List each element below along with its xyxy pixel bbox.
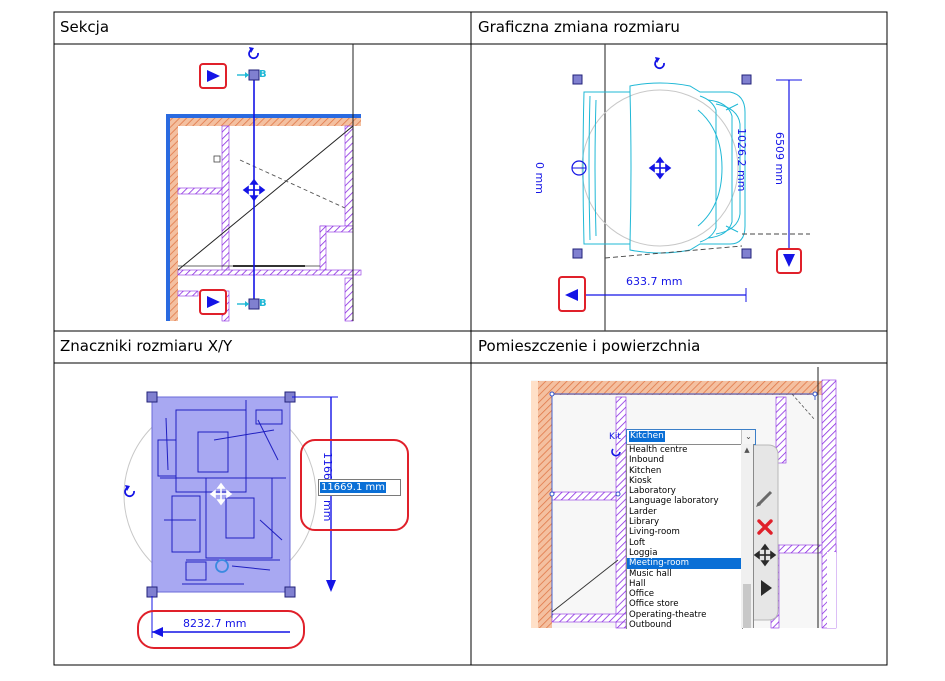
rotate-icon[interactable] <box>248 47 259 60</box>
rotate-icon[interactable] <box>611 448 621 457</box>
armchair-object[interactable] <box>582 82 746 254</box>
room-type-option[interactable]: Music hall <box>629 568 672 579</box>
room-type-option[interactable]: Kiosk <box>629 475 652 486</box>
height-direction-arrow[interactable] <box>776 248 802 274</box>
listbox-scrollbar[interactable]: ▲ <box>741 444 754 628</box>
cell-caption-room-area: Pomieszczenie i powierzchnia <box>478 337 701 355</box>
room-type-option[interactable]: Health centre <box>629 445 688 455</box>
move-icon[interactable] <box>242 178 266 202</box>
cell-caption-xy-markers: Znaczniki rozmiaru X/Y <box>60 337 233 355</box>
chevron-down-icon[interactable]: ⌄ <box>741 430 755 444</box>
rotate-icon[interactable] <box>654 57 665 70</box>
cell-caption-section: Sekcja <box>60 18 110 36</box>
room-type-select[interactable]: Kitchen ⌄ <box>626 429 756 445</box>
move-icon[interactable] <box>648 156 672 180</box>
floor-plan-section <box>166 44 362 322</box>
room-type-option[interactable]: Library <box>629 517 660 528</box>
xy-handle-bottom-right[interactable] <box>284 586 296 598</box>
width-direction-arrow[interactable] <box>558 276 586 312</box>
height-dimension-input[interactable]: 11669.1 mm <box>318 479 401 496</box>
resize-handle-top-right[interactable] <box>741 74 752 85</box>
room-type-option[interactable]: Loggia <box>629 547 658 558</box>
room-type-option[interactable]: Inbound <box>629 455 665 466</box>
room-type-option[interactable]: Hall <box>629 578 646 589</box>
width-label-highlight <box>137 610 305 649</box>
resize-handle-bottom-left[interactable] <box>572 248 583 259</box>
room-type-option[interactable]: Kitchen <box>629 465 662 476</box>
move-icon[interactable] <box>209 482 233 506</box>
resize-handle-bottom-right[interactable] <box>741 248 752 259</box>
dimension-label-width: 633.7 mm <box>626 275 683 288</box>
room-type-option[interactable]: Loft <box>629 537 646 548</box>
resize-handle-top-left[interactable] <box>572 74 583 85</box>
rotate-icon[interactable] <box>124 485 135 498</box>
section-marker-label-bottom: B <box>259 298 267 309</box>
section-marker-label-top: B <box>259 69 267 80</box>
room-type-option[interactable]: Operating-theatre <box>629 609 707 620</box>
section-direction-arrow-bottom[interactable] <box>199 289 227 315</box>
room-type-option[interactable]: Office <box>629 589 655 600</box>
move-cross-icon[interactable] <box>753 543 777 567</box>
cell-caption-resize: Graficzna zmiana rozmiaru <box>478 18 680 36</box>
room-type-option[interactable]: Outbound <box>629 620 672 629</box>
height-input-value: 11669.1 mm <box>320 482 387 493</box>
room-tag-label: Kit <box>609 432 621 442</box>
room-type-select-value: Kitchen <box>629 431 665 442</box>
delete-x-icon[interactable] <box>757 519 773 535</box>
scroll-up-icon[interactable]: ▲ <box>744 446 750 454</box>
floor-plan-image <box>157 400 286 585</box>
room-type-option[interactable]: Language laboratory <box>629 496 719 507</box>
section-direction-arrow-top[interactable] <box>199 63 227 89</box>
room-type-option[interactable]: Meeting-room <box>627 558 742 569</box>
triangle-right-icon[interactable] <box>761 580 772 596</box>
xy-handle-top-left[interactable] <box>146 391 158 403</box>
scrollbar-thumb[interactable] <box>743 584 751 628</box>
width-dimension-label: 8232.7 mm <box>183 617 247 630</box>
height-input-highlight <box>300 439 409 531</box>
room-type-option[interactable]: Laboratory <box>629 486 676 497</box>
room-type-option[interactable]: Larder <box>629 506 657 517</box>
context-toolbar <box>751 444 779 621</box>
pencil-icon[interactable] <box>756 490 773 507</box>
room-type-option[interactable]: Living-room <box>629 527 680 538</box>
room-type-option[interactable]: Office store <box>629 599 679 610</box>
